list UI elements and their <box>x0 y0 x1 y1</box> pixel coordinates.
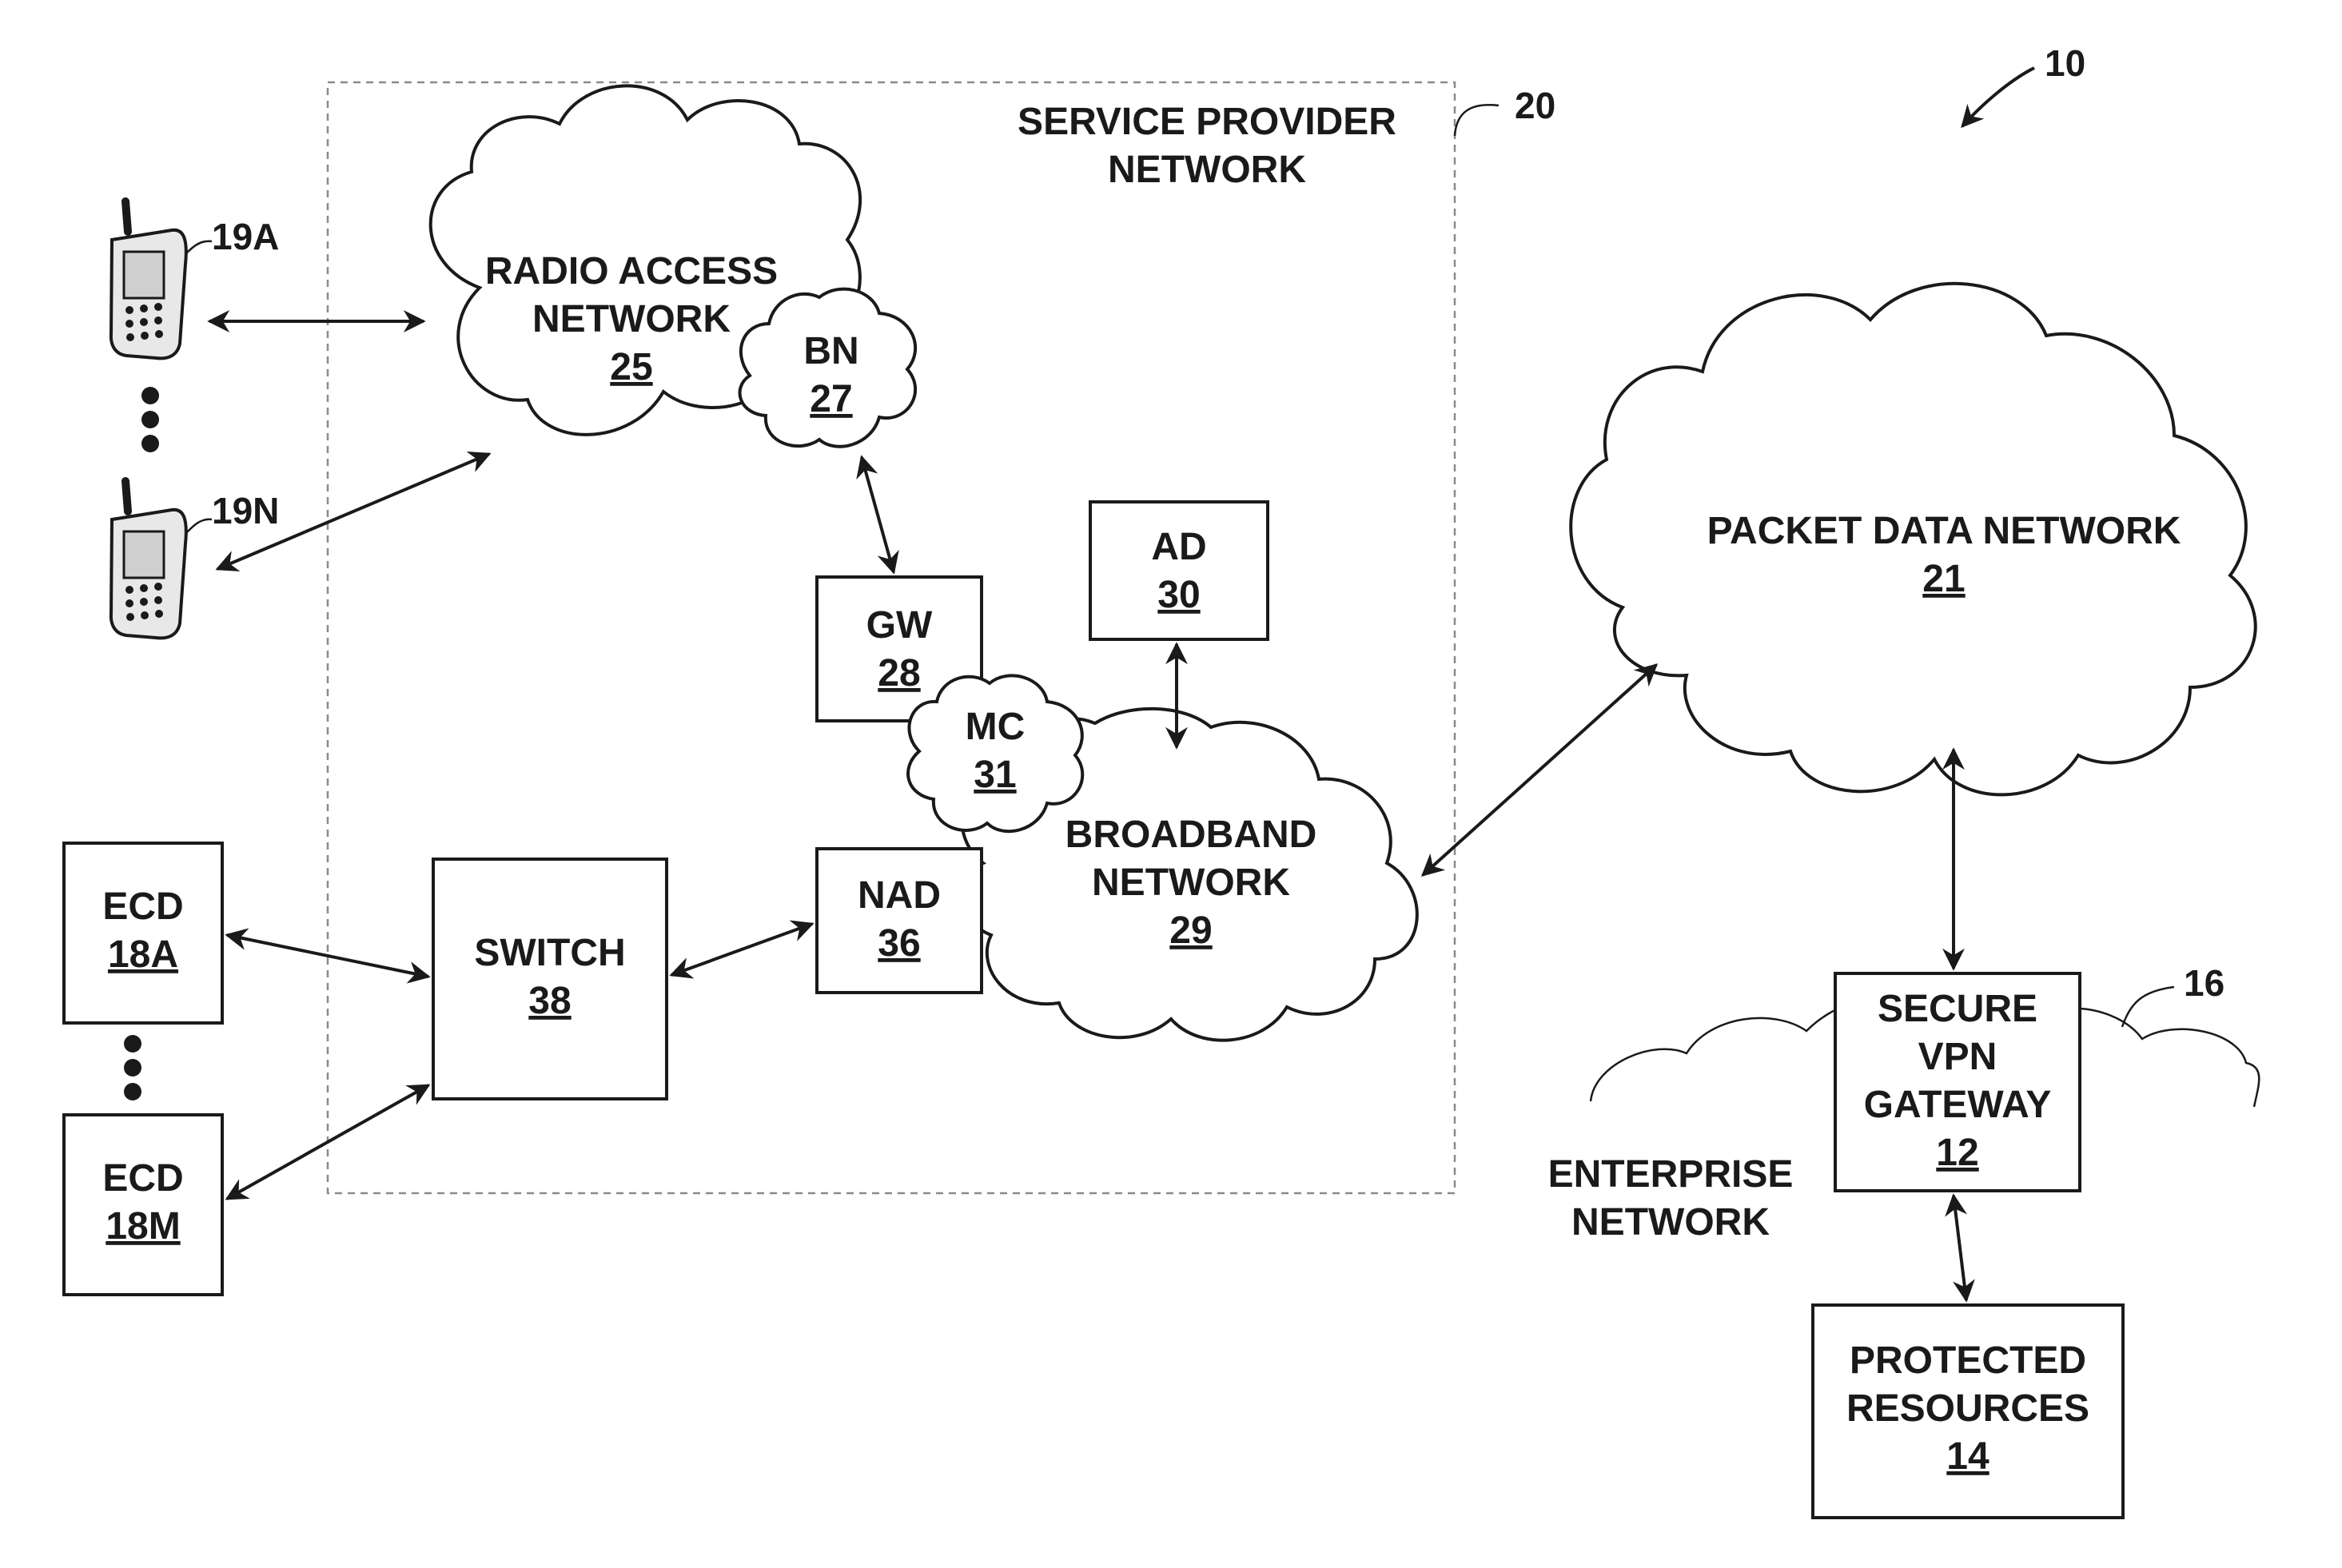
enterprise-ref: 16 <box>2184 962 2225 1004</box>
phone-ellipsis-dot <box>141 435 159 452</box>
mc-ref: 31 <box>974 754 1016 796</box>
ecd-18m-label: ECD <box>102 1157 183 1200</box>
arrow-vpn-protected <box>1954 1196 1966 1300</box>
ad-ref: 30 <box>1157 574 1200 616</box>
vpn-gateway-ref: 12 <box>1936 1132 1978 1174</box>
service-provider-label-line1: SERVICE PROVIDER <box>1018 101 1396 143</box>
protected-label-line2: RESOURCES <box>1846 1387 2089 1430</box>
phone-19a-ref: 19A <box>212 216 279 257</box>
service-provider-ref: 20 <box>1515 85 1555 126</box>
ad-label: AD <box>1151 526 1206 568</box>
broadband-label-line2: NETWORK <box>1092 862 1290 904</box>
figure-ref: 10 <box>2045 42 2085 84</box>
arrow-broadband-packetdata <box>1423 665 1656 875</box>
ecd-18m-ref: 18M <box>106 1205 180 1248</box>
broadband-ref: 29 <box>1169 909 1212 952</box>
radio-access-label-line1: RADIO ACCESS <box>485 250 778 293</box>
enterprise-label-line2: NETWORK <box>1571 1201 1770 1244</box>
vpn-gateway-label-line2: VPN <box>1918 1036 1997 1078</box>
ecd-18a-label: ECD <box>102 885 183 928</box>
protected-label-line1: PROTECTED <box>1850 1339 2086 1382</box>
ecd-ellipsis-dot <box>124 1035 141 1053</box>
nad-ref: 36 <box>878 922 920 965</box>
figure-ref-arrow <box>1962 68 2034 126</box>
ad-box <box>1090 502 1268 639</box>
enterprise-label-line1: ENTERPRISE <box>1548 1153 1794 1196</box>
phone-ellipsis-dot <box>141 387 159 404</box>
ecd-ellipsis-dot <box>124 1083 141 1100</box>
vpn-gateway-label-line1: SECURE <box>1878 988 2037 1030</box>
nad-box <box>817 849 982 993</box>
switch-label: SWITCH <box>474 932 625 974</box>
protected-ref: 14 <box>1946 1435 1990 1478</box>
radio-access-ref: 25 <box>610 346 652 388</box>
radio-access-label-line2: NETWORK <box>532 298 731 340</box>
bn-ref: 27 <box>810 378 852 420</box>
phone-19n-leader <box>185 519 212 534</box>
packet-data-ref: 21 <box>1922 558 1965 600</box>
packet-data-label: PACKET DATA NETWORK <box>1707 510 2181 552</box>
vpn-gateway-label-line3: GATEWAY <box>1864 1084 2052 1126</box>
phone-19n-ref: 19N <box>212 490 279 531</box>
service-provider-label-line2: NETWORK <box>1108 149 1306 191</box>
ecd-18a-ref: 18A <box>108 933 178 976</box>
phone-ellipsis-dot <box>141 411 159 428</box>
arrow-bn-gw <box>862 457 894 572</box>
mc-label: MC <box>966 706 1026 748</box>
mobile-phone-19n-icon <box>111 481 186 638</box>
ecd-ellipsis-dot <box>124 1059 141 1077</box>
arrow-switch-nad <box>671 924 812 975</box>
switch-box <box>433 859 667 1099</box>
service-provider-leader <box>1455 105 1499 136</box>
phone-19a-leader <box>185 241 212 254</box>
broadband-label-line1: BROADBAND <box>1065 814 1317 856</box>
mobile-phone-19a-icon <box>111 201 186 358</box>
switch-ref: 38 <box>528 980 571 1022</box>
gw-label: GW <box>866 604 933 647</box>
bn-label: BN <box>803 330 858 372</box>
gw-ref: 28 <box>878 652 920 694</box>
nad-label: NAD <box>858 874 941 917</box>
enterprise-leader <box>2122 987 2174 1027</box>
